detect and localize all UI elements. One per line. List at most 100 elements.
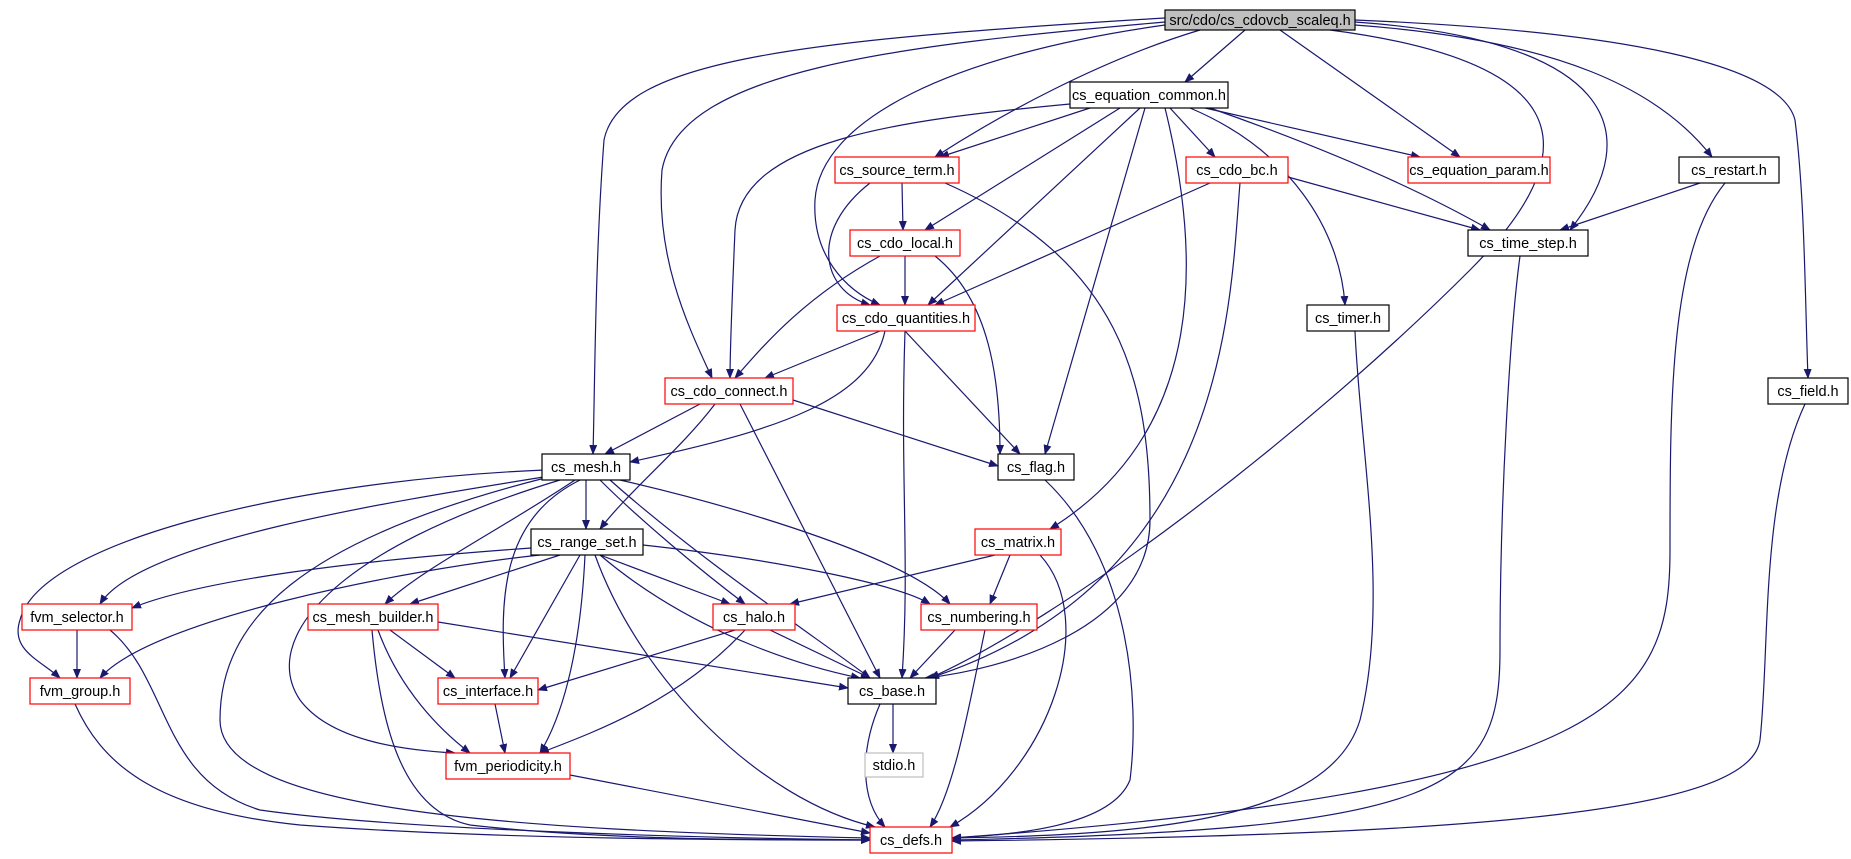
node-cdolocal[interactable]: cs_cdo_local.h (849, 229, 961, 257)
edge-timestep-to-defs (951, 255, 1521, 844)
edge-fvmgroup-to-defs (74, 703, 871, 844)
node-box (849, 229, 961, 257)
header-nodes: src/cdo/cs_cdovcb_scaleq.h cs_equation_co… (21, 9, 1849, 854)
node-label: cs_interface.h (443, 684, 533, 700)
node-eqcommon[interactable]: cs_equation_common.h (1069, 81, 1229, 109)
node-srcterm[interactable]: cs_source_term.h (834, 156, 960, 184)
node-box (869, 826, 953, 854)
edge-cdoconnect-to-flag (792, 399, 999, 468)
edge-cdoconnect-to-rangeset (599, 403, 716, 530)
node-box (712, 603, 796, 631)
edge-root-to-srcterm (934, 29, 1201, 158)
node-restart[interactable]: cs_restart.h (1678, 156, 1780, 184)
node-label: cs_halo.h (723, 610, 785, 626)
edge-matrix-to-halo (789, 554, 996, 606)
node-cdoconnect[interactable]: cs_cdo_connect.h (664, 377, 794, 405)
node-label: cs_matrix.h (981, 535, 1055, 551)
node-box (541, 453, 631, 481)
edge-cdoquant-to-cdoconnect (764, 330, 881, 379)
edge-cdobc-to-cdoquant (934, 182, 1211, 306)
edge-timer-to-defs (951, 330, 1374, 842)
edge-meshbuilder-to-interface (389, 629, 456, 679)
node-label: cs_cdo_connect.h (671, 384, 788, 400)
edge-mesh-to-numbering (619, 479, 951, 605)
edge-root-to-restart (1354, 24, 1713, 158)
edge-rangeset-to-halo (599, 554, 731, 605)
node-box (445, 752, 571, 780)
edge-eqcommon-to-cdoconnect (726, 103, 1071, 379)
edge-matrix-to-defs (949, 554, 1067, 828)
node-box (664, 377, 794, 405)
node-box (1069, 81, 1229, 109)
node-label: cs_field.h (1777, 384, 1838, 400)
edge-mesh-to-defs (219, 477, 871, 842)
edge-eqcommon-to-eqparam (1204, 107, 1421, 159)
edge-fvmperiod-to-defs (569, 774, 871, 836)
node-interface[interactable]: cs_interface.h (437, 677, 539, 705)
edge-rangeset-to-interface (509, 554, 581, 679)
node-timestep[interactable]: cs_time_step.h (1467, 229, 1589, 257)
edge-halo-to-interface (537, 629, 736, 692)
edge-numbering-to-defs (929, 629, 986, 828)
edge-cdobc-to-timestep (1287, 176, 1481, 232)
edge-mesh-to-meshbuilder (384, 479, 576, 605)
node-box (1467, 229, 1589, 257)
node-cdoquant[interactable]: cs_cdo_quantities.h (836, 304, 976, 332)
node-cdobc[interactable]: cs_cdo_bc.h (1185, 156, 1289, 184)
node-fvmsel[interactable]: fvm_selector.h (21, 603, 133, 631)
edge-cdolocal-to-flag (934, 255, 1004, 455)
node-label: cs_mesh_builder.h (313, 610, 434, 626)
edge-eqcommon-to-cdobc (1169, 107, 1216, 158)
node-box (1678, 156, 1780, 184)
node-rangeset[interactable]: cs_range_set.h (530, 528, 644, 556)
edge-halo-to-base (769, 629, 871, 679)
edge-eqcommon-to-srcterm (939, 107, 1091, 159)
node-eqparam[interactable]: cs_equation_param.h (1407, 156, 1551, 184)
node-halo[interactable]: cs_halo.h (712, 603, 796, 631)
node-root: src/cdo/cs_cdovcb_scaleq.h (1164, 9, 1356, 31)
node-box (1407, 156, 1551, 184)
edge-eqcommon-to-cdolocal (924, 107, 1121, 231)
edge-flag-to-defs (951, 479, 1134, 842)
node-label: cs_base.h (859, 684, 925, 700)
node-fvmgroup[interactable]: fvm_group.h (29, 677, 131, 705)
node-flag[interactable]: cs_flag.h (997, 453, 1075, 481)
edge-srcterm-to-cdoquant (828, 182, 871, 307)
node-meshbuilder[interactable]: cs_mesh_builder.h (307, 603, 439, 631)
node-box (307, 603, 439, 631)
edge-mesh-to-base (609, 479, 871, 679)
node-label: cs_restart.h (1691, 163, 1767, 179)
node-field[interactable]: cs_field.h (1767, 377, 1849, 405)
node-matrix[interactable]: cs_matrix.h (974, 528, 1062, 556)
node-label: src/cdo/cs_cdovcb_scaleq.h (1169, 13, 1350, 29)
node-label: cs_equation_common.h (1072, 88, 1226, 104)
node-label: cs_cdo_quantities.h (842, 311, 970, 327)
node-box (1767, 377, 1849, 405)
edge-cdolocal-to-cdoconnect (734, 255, 881, 379)
edge-cdoquant-to-base (898, 330, 907, 679)
edge-mesh-to-fvmsel (99, 475, 551, 605)
node-defs[interactable]: cs_defs.h (869, 826, 953, 854)
edge-srcterm-to-cdolocal (898, 182, 907, 231)
node-stdio: stdio.h (864, 752, 924, 778)
node-label: cs_source_term.h (839, 163, 954, 179)
node-numbering[interactable]: cs_numbering.h (920, 603, 1038, 631)
edge-eqcommon-to-timestep (1209, 107, 1491, 231)
edge-root-to-mesh (589, 17, 1166, 455)
node-box (1306, 304, 1390, 332)
edge-rangeset-to-base (599, 554, 861, 681)
node-fvmperiod[interactable]: fvm_periodicity.h (445, 752, 571, 780)
node-box (836, 304, 976, 332)
edge-cdoquant-to-flag (904, 330, 1021, 455)
edge-matrix-to-numbering (989, 554, 1011, 605)
node-box (530, 528, 644, 556)
node-base[interactable]: cs_base.h (847, 677, 937, 705)
node-mesh[interactable]: cs_mesh.h (541, 453, 631, 481)
node-timer[interactable]: cs_timer.h (1306, 304, 1390, 332)
edge-cdoconnect-to-base (739, 403, 881, 679)
edge-cdobc-to-base (929, 182, 1241, 679)
edge-root-to-cdoquant (814, 24, 1166, 306)
edge-cdoconnect-to-mesh (604, 403, 701, 455)
node-label: cs_defs.h (880, 833, 942, 849)
